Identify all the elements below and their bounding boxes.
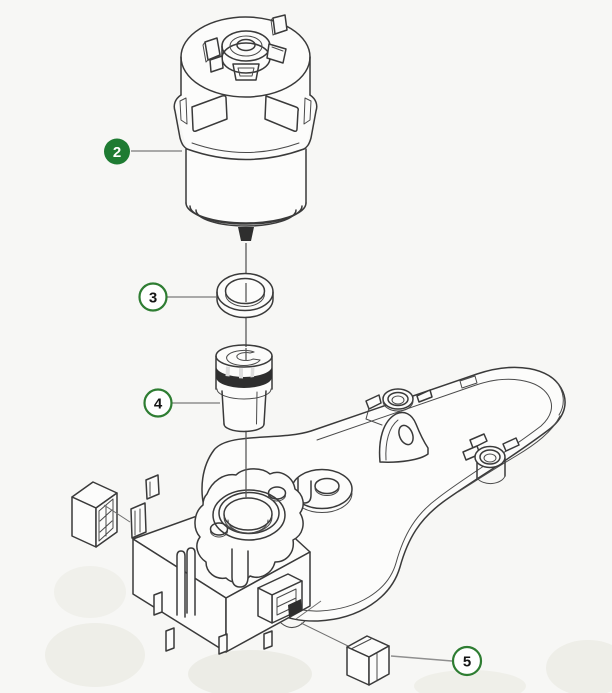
hub-hole	[236, 38, 256, 52]
scan-smudges	[45, 566, 612, 693]
callout-2[interactable]: 2	[104, 138, 182, 165]
block-leg	[263, 630, 273, 650]
motor-terminals	[202, 14, 288, 81]
washer	[216, 272, 274, 319]
callout-4-label: 4	[154, 396, 163, 413]
motor-mount-flange	[194, 468, 304, 584]
block-leg	[218, 633, 228, 655]
block-leg	[153, 591, 163, 616]
callout-4-badge[interactable]	[143, 388, 173, 418]
cap-bottom-assembly-line	[295, 600, 349, 647]
gearbox-housing	[130, 366, 566, 655]
terminal-contact	[288, 599, 302, 617]
callout-3-badge[interactable]	[138, 282, 168, 312]
callout-2-badge[interactable]	[104, 138, 130, 165]
housing-edge-tab	[459, 375, 478, 389]
clip-bracket-upper	[145, 474, 160, 500]
bushing	[215, 344, 273, 433]
flange-screw-hole	[267, 486, 287, 500]
screw-boss-lower	[462, 433, 520, 485]
vertical-ribs	[176, 547, 196, 618]
flange-outline	[194, 468, 304, 584]
u-clip	[231, 548, 249, 588]
terminal-socket	[257, 573, 306, 628]
callout-4[interactable]: 4	[143, 388, 221, 418]
callout-5-label: 5	[463, 654, 471, 671]
flange-bore	[223, 497, 273, 531]
callout-3[interactable]: 3	[138, 282, 217, 312]
callout-5-badge[interactable]	[451, 645, 483, 677]
clip-bracket-lower	[130, 502, 147, 539]
mount-ear	[378, 411, 429, 463]
vent-skirt-rim	[186, 148, 305, 161]
motor-shaft-tip	[238, 227, 254, 241]
vent-windows	[179, 95, 312, 132]
terminal-cap-left	[71, 481, 131, 548]
housing-wall-edge	[457, 415, 561, 493]
flange-screw-hole	[209, 522, 229, 536]
callout-3-label: 3	[149, 290, 157, 307]
terminal-cap-bottom	[295, 600, 390, 686]
motor	[173, 14, 318, 241]
callout-2-label: 2	[113, 144, 121, 161]
callout-5[interactable]: 5	[390, 645, 483, 677]
screw-boss-upper	[365, 388, 433, 426]
bushing-band	[216, 366, 272, 388]
block-leg	[165, 627, 175, 652]
housing-cover-inner-lip	[262, 378, 552, 612]
housing-cap-edge	[555, 380, 564, 416]
cap-left-assembly-line	[103, 504, 131, 523]
callout-5-leader	[390, 655, 453, 662]
flange-rim	[212, 489, 286, 541]
